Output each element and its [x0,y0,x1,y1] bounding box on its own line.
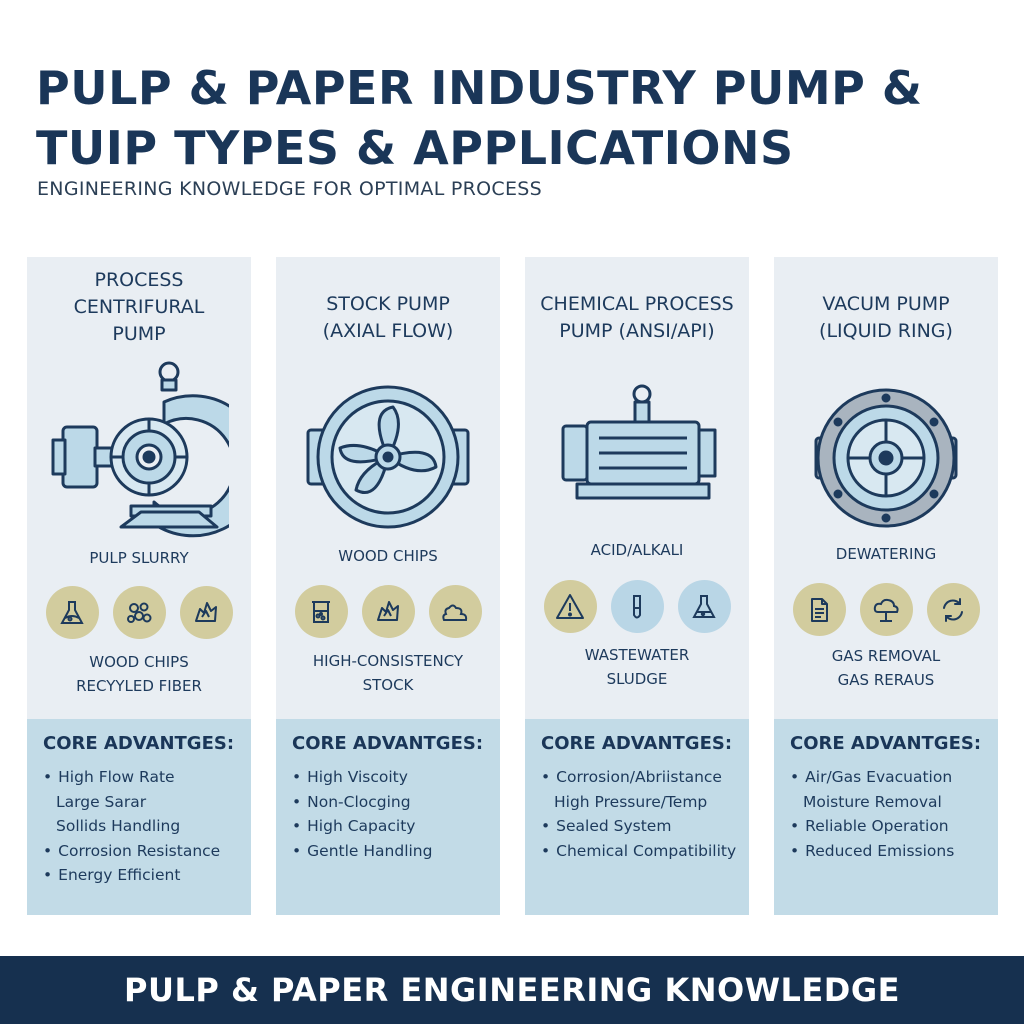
primary-application: ACID/ALKALI [590,541,684,559]
advantage-item: High Viscoity [292,765,432,790]
application-icons [774,583,998,636]
advantage-item: High Pressure/Temp [554,792,708,811]
secondary-applications: HIGH-CONSISTENCY STOCK [276,649,500,697]
advantage-item: Energy Efficient [43,863,220,888]
core-advantages: CORE ADVANTGES: High Viscoity Non-Clocgi… [276,719,500,915]
advantage-item: Large Sarar [56,792,147,811]
application-line: HIGH-CONSISTENCY [312,652,464,670]
advantages-list: Air/Gas Evacuation Moisture Removal Reli… [790,765,954,863]
flask-icon [45,586,99,639]
application-icons [525,580,749,633]
card-title: VACUM PUMP (LIQUID RING) [774,291,998,345]
card-title: CHEMICAL PROCESS PUMP (ANSI/API) [525,291,749,345]
card-title-line: VACUM PUMP [822,293,950,315]
card-title-line: (AXIAL FLOW) [322,320,454,342]
card-process-centrifugal-pump: PROCESS CENTRIFURAL PUMP PULP SLURRY [27,257,251,915]
page-title-line-2: TUIP TYPES & APPLICATIONS [36,121,794,175]
application-line: GAS REMOVAL [831,647,941,665]
centrifugal-pump-icon [51,361,229,538]
flask-icon [677,580,731,633]
pellets-icon [112,586,166,639]
advantage-item: Gentle Handling [292,839,432,864]
core-advantages: CORE ADVANTGES: Corrosion/Abriistance Hi… [525,719,749,915]
primary-application: PULP SLURRY [89,549,189,567]
core-advantages: CORE ADVANTGES: Air/Gas Evacuation Moist… [774,719,998,915]
card-vacuum-pump: VACUM PUMP (LIQUID RING) DEWATERING [774,257,998,915]
wood-chips-icon [361,585,415,638]
hazard-warning-icon [543,580,597,633]
page-subtitle: ENGINEERING KNOWLEDGE FOR OPTIMAL PROCES… [37,178,543,200]
recycle-arrows-icon [926,583,980,636]
advantages-list: Corrosion/Abriistance High Pressure/Temp… [541,765,736,863]
application-line: WASTEWATER [584,646,690,664]
axial-flow-pump-icon [306,385,470,529]
beaker-icon [294,585,348,638]
card-title-line: CENTRIFURAL [73,296,205,318]
card-title: STOCK PUMP (AXIAL FLOW) [276,291,500,345]
advantage-item: Reduced Emissions [790,839,954,864]
application-line: GAS RERAUS [837,671,935,689]
secondary-applications: WASTEWATER SLUDGE [525,643,749,691]
advantages-title: CORE ADVANTGES: [292,733,484,754]
card-title-line: PROCESS [94,269,184,291]
application-icons [276,585,500,638]
application-line: SLUDGE [606,670,668,688]
application-icons [27,586,251,639]
advantage-item: Moisture Removal [803,792,942,811]
wood-chips-icon [179,586,233,639]
card-chemical-process-pump: CHEMICAL PROCESS PUMP (ANSI/API) ACID/AL… [525,257,749,915]
advantage-item: Corrosion Resistance [43,839,220,864]
card-stock-pump: STOCK PUMP (AXIAL FLOW) WOOD CHIPS HIGH-… [276,257,500,915]
advantage-item: High Flow Rate [43,765,220,790]
liquid-ring-vacuum-pump-icon [814,388,958,528]
primary-application: WOOD CHIPS [338,547,438,565]
secondary-applications: GAS REMOVAL GAS RERAUS [774,644,998,692]
application-line: WOOD CHIPS [89,653,189,671]
application-line: RECYYLED FIBER [76,677,202,695]
chemical-process-pump-icon [561,384,717,500]
core-advantages: CORE ADVANTGES: High Flow Rate Large Sar… [27,719,251,915]
sludge-icon [428,585,482,638]
test-tube-icon [610,580,664,633]
advantage-item: Air/Gas Evacuation [790,765,954,790]
secondary-applications: WOOD CHIPS RECYYLED FIBER [27,650,251,698]
advantages-title: CORE ADVANTGES: [541,733,733,754]
advantage-item: Sollids Handling [56,817,181,835]
advantages-list: High Viscoity Non-Clocging High Capacity… [292,765,432,863]
card-title-line: (LIQUID RING) [819,320,953,342]
advantage-item: Non-Clocging [292,790,432,815]
document-icon [792,583,846,636]
card-title-line: CHEMICAL PROCESS [540,293,734,315]
card-title-line: PUMP (ANSI/API) [559,320,715,342]
advantage-item: Chemical Compatibility [541,839,736,864]
gas-cloud-icon [859,583,913,636]
advantages-title: CORE ADVANTGES: [43,733,235,754]
page-title-line-1: PULP & PAPER INDUSTRY PUMP & [36,61,923,115]
card-title-line: STOCK PUMP [326,293,450,315]
advantages-title: CORE ADVANTGES: [790,733,982,754]
primary-application: DEWATERING [835,545,937,563]
advantage-item: Corrosion/Abriistance [541,765,736,790]
advantage-item: Reliable Operation [790,814,954,839]
advantage-item: High Capacity [292,814,432,839]
footer-banner: PULP & PAPER ENGINEERING KNOWLEDGE [0,956,1024,1024]
card-title-line: PUMP [112,323,166,345]
advantage-item: Sealed System [541,814,736,839]
advantages-list: High Flow Rate Large Sarar Sollids Handl… [43,765,220,888]
page-title: PULP & PAPER INDUSTRY PUMP & TUIP TYPES … [36,58,996,178]
card-title: PROCESS CENTRIFURAL PUMP [27,267,251,348]
application-line: STOCK [362,676,414,694]
